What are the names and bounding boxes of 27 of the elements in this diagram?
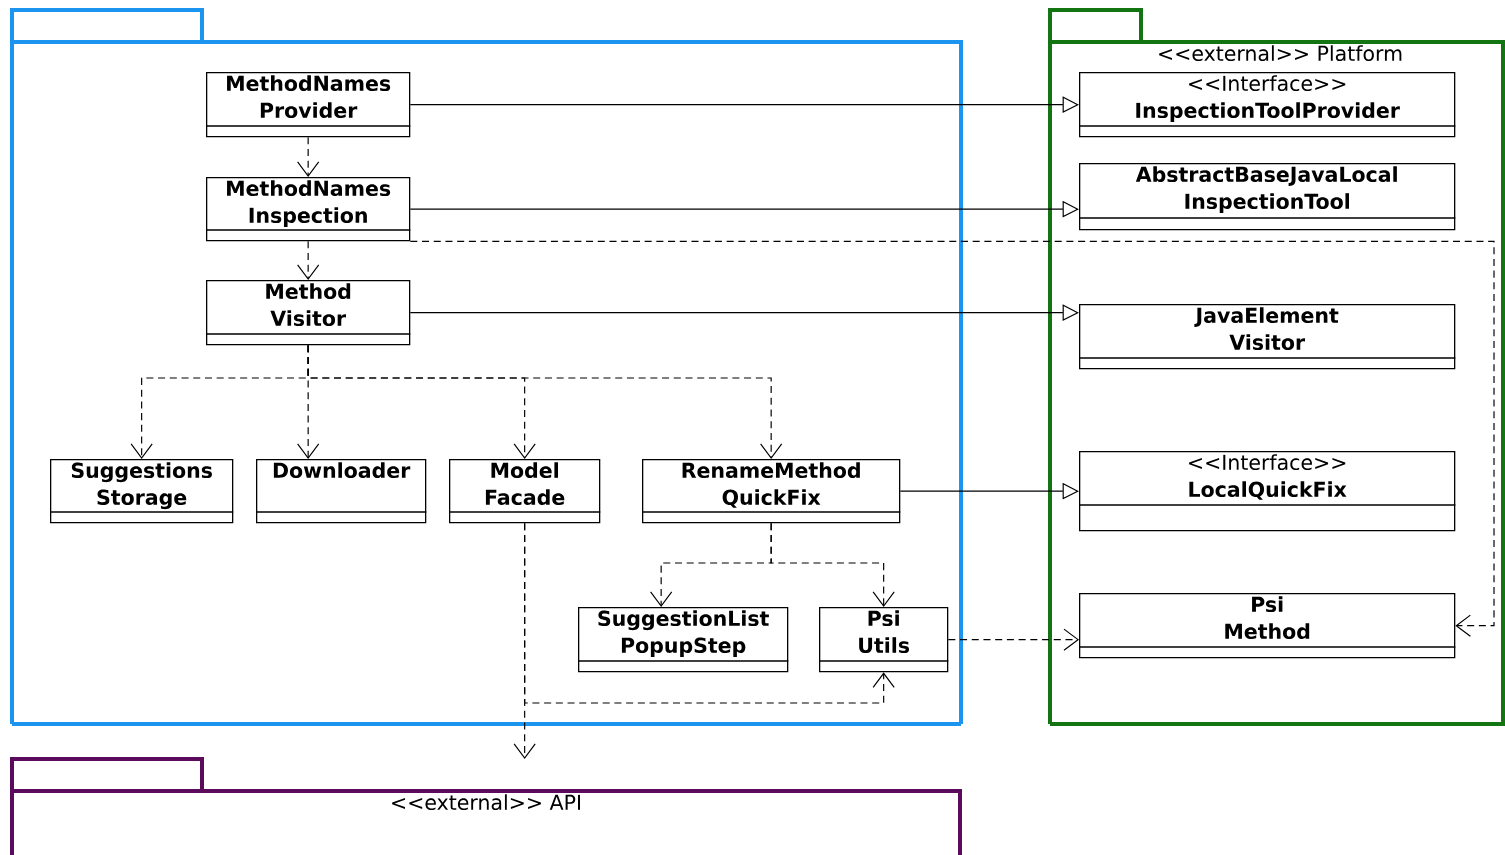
realization-arrow [409, 304, 1079, 321]
class-box: MethodNames Provider [205, 72, 411, 138]
class-box: RenameMethod QuickFix [641, 459, 901, 524]
realization-arrow [899, 482, 1079, 500]
class-box: <<Interface>> InspectionToolProvider [1078, 72, 1456, 138]
class-box: Model Facade [448, 459, 601, 524]
class-box: MethodNames Inspection [205, 177, 411, 242]
dependency-arrow [770, 522, 895, 607]
dependency-arrow [297, 136, 320, 177]
class-box: <<Interface>> LocalQuickFix [1078, 451, 1456, 532]
realization-arrow [409, 200, 1079, 218]
class-box: Psi Utils [818, 607, 949, 673]
class-box: Downloader [255, 459, 427, 524]
package-frame: <<external>> API [10, 757, 962, 855]
class-box: AbstractBaseJavaLocal InspectionTool [1078, 163, 1456, 231]
class-box: Suggestions Storage [49, 459, 234, 524]
class-box: Psi Method [1078, 593, 1456, 659]
class-box: JavaElement Visitor [1078, 304, 1456, 370]
dependency-arrow [947, 628, 1079, 651]
dependency-arrow [297, 240, 320, 280]
dependency-arrow [409, 240, 1495, 637]
realization-arrow [409, 96, 1079, 113]
class-box: SuggestionList PopupStep [577, 607, 789, 673]
package-frame [10, 8, 963, 726]
dependency-arrow [513, 522, 536, 759]
class-box: Method Visitor [205, 280, 411, 346]
dependency-arrow [307, 344, 783, 459]
